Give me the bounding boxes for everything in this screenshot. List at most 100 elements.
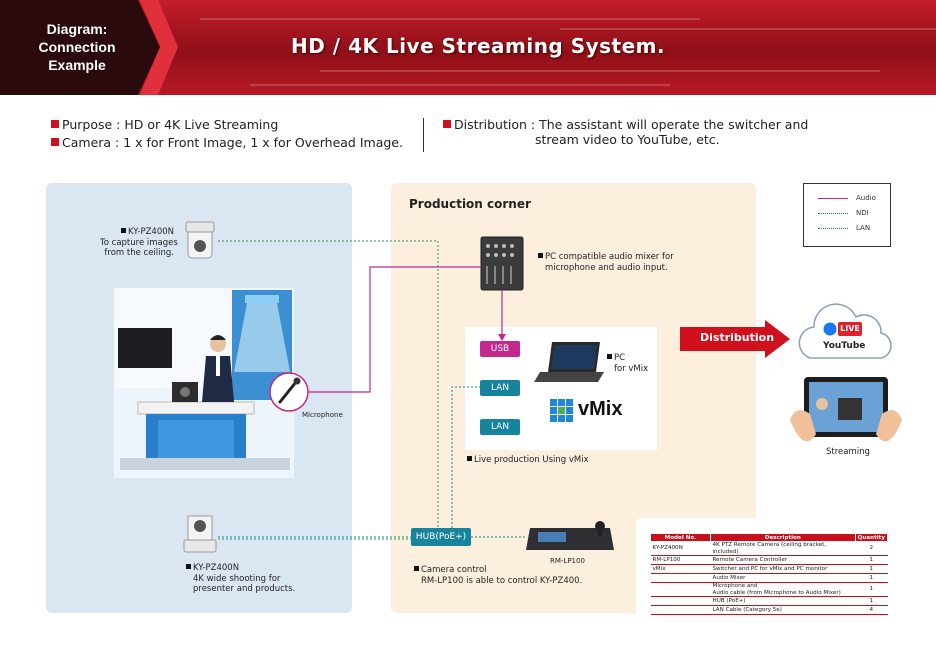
microphone-label: Microphone: [302, 411, 343, 419]
left-hand: [790, 410, 816, 442]
studio-product-lens: [180, 387, 190, 397]
bullet-square: [538, 253, 543, 258]
page-title: HD / 4K Live Streaming System.: [291, 34, 666, 58]
camera-top-bracket: [185, 221, 215, 233]
vmix-logo-icon: [550, 399, 573, 422]
pc-label: PC for vMix: [607, 353, 648, 374]
usb-tag: USB: [480, 341, 520, 357]
youtube-cloud: [798, 303, 892, 359]
header-streak: [560, 28, 936, 30]
camera-top: [185, 221, 215, 259]
desk-top: [137, 401, 255, 415]
laptop-display: [551, 345, 597, 369]
audio-mixer: [480, 236, 524, 291]
rm-lp100-label: RM-LP100: [550, 557, 585, 565]
audio-wire-microphone: [308, 266, 481, 393]
cell-description: HUB (PoE+): [710, 596, 856, 606]
bullet-square: [120, 228, 126, 233]
bullet-square: [414, 566, 419, 571]
cell-model: [650, 605, 711, 615]
cell-description: Remote Camera Controller: [710, 555, 856, 565]
cell-description: LAN Cable (Category 5e): [710, 605, 856, 615]
cell-model: [650, 573, 711, 583]
cell-quantity: 1: [855, 555, 888, 565]
microphone-icon: [278, 380, 298, 404]
distribution-line: Distribution : The assistant will operat…: [443, 117, 808, 132]
cell-model: vMix: [650, 564, 711, 574]
purpose-text: Purpose : HD or 4K Live Streaming: [62, 117, 279, 132]
cell-quantity: 1: [855, 573, 888, 583]
bullet-square: [607, 354, 612, 359]
header-tab: [0, 0, 160, 95]
lan-tag-2: LAN: [480, 419, 520, 435]
camera-bottom-lens: [194, 520, 206, 532]
cell-model: [650, 582, 711, 597]
desk-panel: [158, 420, 234, 462]
production-corner-title: Production corner: [409, 197, 531, 211]
table-row: LAN Cable (Category 5e)4: [650, 605, 888, 615]
purpose-line: Purpose : HD or 4K Live Streaming: [51, 117, 278, 132]
distribution-arrow-label: Distribution: [700, 331, 775, 344]
bullet-square: [51, 138, 59, 146]
light-beam: [234, 303, 290, 372]
col-model: Model No.: [650, 533, 711, 542]
distribution-line-2: stream video to YouTube, etc.: [535, 132, 720, 147]
cell-quantity: 2: [855, 541, 888, 556]
camera-bottom-base: [183, 539, 217, 553]
camera-control-label: Camera control RM-LP100 is able to contr…: [414, 565, 582, 586]
bullet-square: [186, 564, 191, 569]
bullet-square: [51, 120, 59, 128]
cell-model: RM-LP100: [650, 555, 711, 565]
presenter-legs: [212, 384, 232, 402]
studio-monitor: [118, 328, 172, 368]
streaming-label: Streaming: [826, 447, 870, 457]
header-streak: [250, 84, 670, 86]
hub-tag: HUB(PoE+): [411, 528, 471, 546]
header-streak: [320, 70, 880, 72]
bullet-square: [467, 456, 472, 461]
summary-divider: [423, 118, 424, 152]
laptop: [534, 342, 604, 382]
col-description: Description: [710, 533, 856, 542]
presenter-shirt: [216, 356, 220, 376]
camera-text: Camera : 1 x for Front Image, 1 x for Ov…: [62, 135, 403, 150]
live-production-label: Live production Using vMix: [467, 455, 589, 466]
table-row: HUB (PoE+)1: [650, 596, 888, 606]
studio-scene: [114, 288, 309, 478]
camera-top-label: KY-PZ400N To capture images from the cei…: [100, 227, 178, 258]
tablet-screen-product: [838, 398, 862, 420]
tablet-screen-person: [816, 398, 828, 410]
cell-quantity: 4: [855, 605, 888, 615]
microphone-head: [293, 377, 301, 385]
camera-bottom-label: KY-PZ400N 4K wide shooting for presenter…: [186, 563, 295, 595]
distribution-text-1: The assistant will operate the switcher …: [539, 117, 809, 132]
header-streak: [200, 18, 700, 20]
distribution-label: Distribution :: [454, 117, 536, 132]
facebook-icon: [823, 322, 837, 336]
studio-light: [245, 295, 279, 303]
camera-bottom: [183, 515, 217, 553]
camera-line: Camera : 1 x for Front Image, 1 x for Ov…: [51, 135, 403, 150]
cell-description: 4K PTZ Remote Camera (ceiling bracket, i…: [710, 541, 856, 556]
camera-top-lens: [194, 240, 206, 252]
cell-description: Switcher and PC for vMix and PC monitor: [710, 564, 856, 574]
cell-model: [650, 596, 711, 606]
col-quantity: Quantity: [854, 533, 889, 542]
streaming-tablet: [790, 377, 902, 442]
cell-model: KY-PZ400N: [650, 541, 711, 556]
cell-quantity: 1: [855, 582, 888, 597]
studio-floor: [120, 458, 290, 470]
wire-legend: Audio NDI LAN: [803, 183, 891, 247]
usb-arrowhead: [498, 334, 506, 341]
right-hand: [876, 410, 902, 442]
presenter-hair: [210, 335, 226, 340]
